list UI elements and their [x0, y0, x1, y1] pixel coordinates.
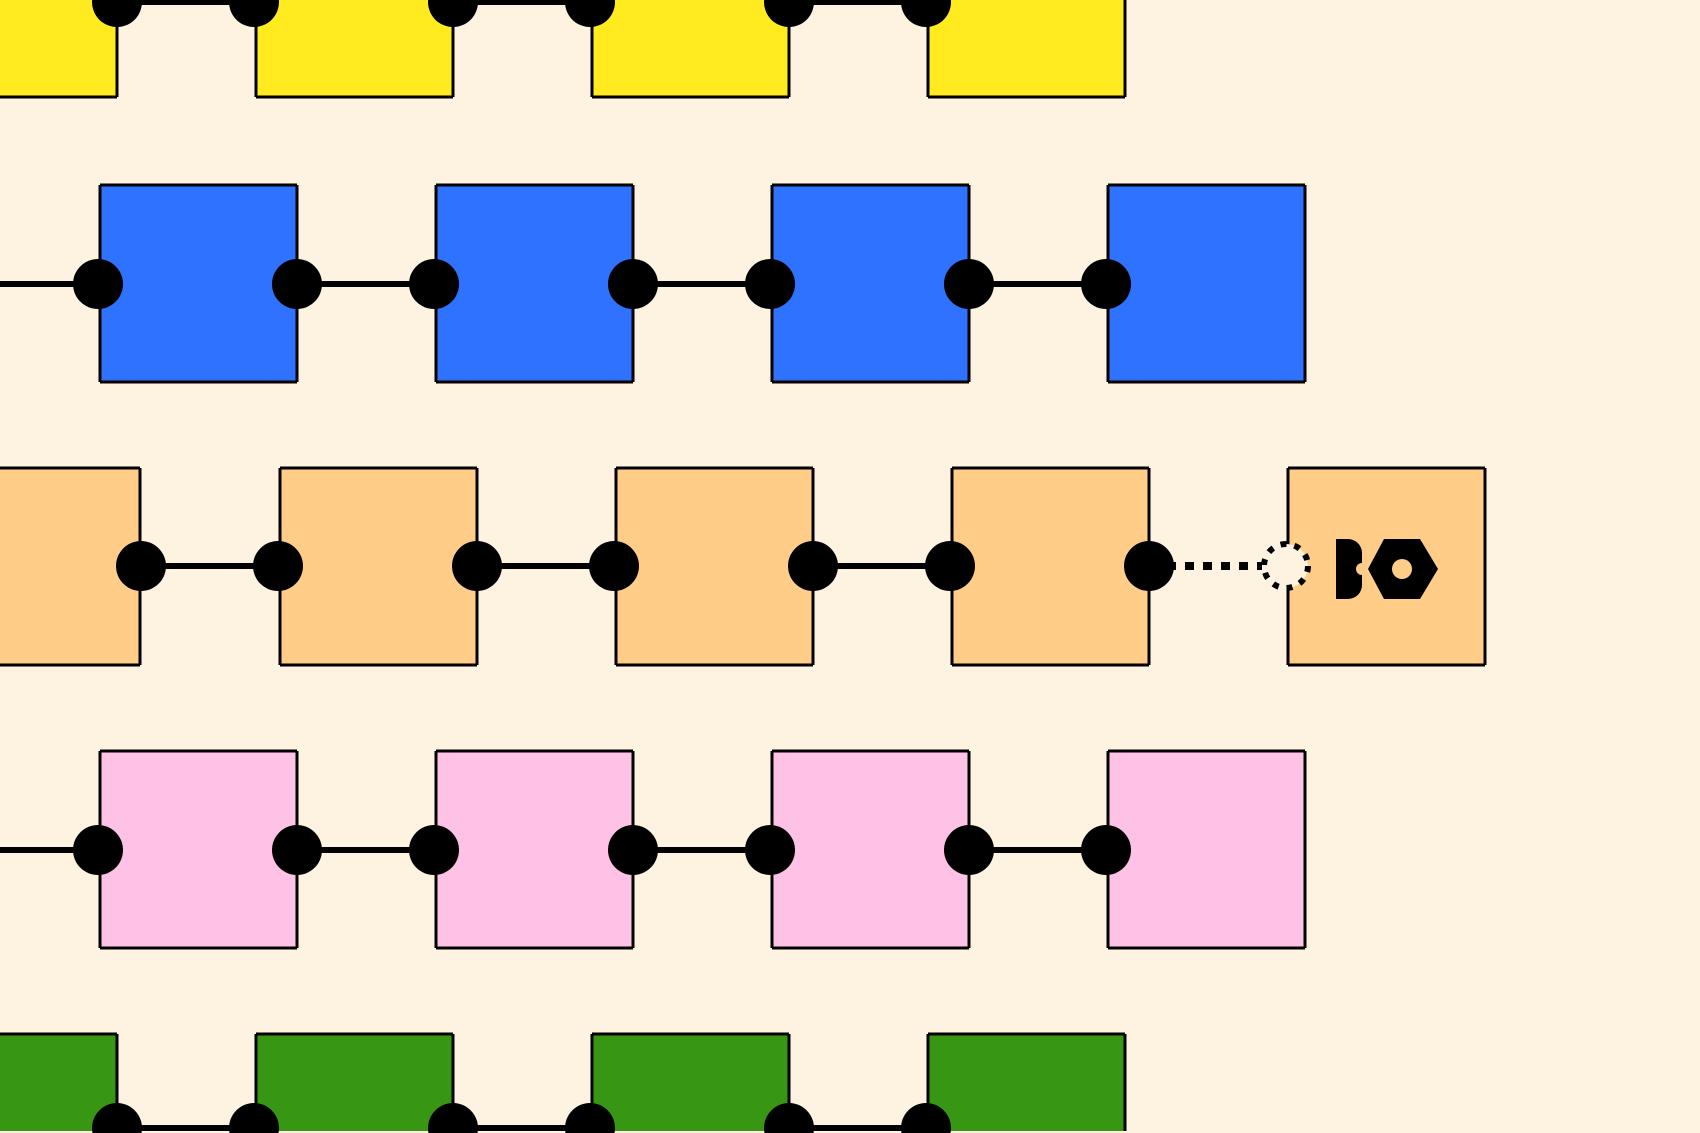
connector-dot [428, 0, 478, 28]
block-green [928, 1034, 1125, 1131]
connector-dot [608, 259, 658, 309]
connector-dot [409, 259, 459, 309]
row-blue [0, 183, 1307, 384]
block-pink [1108, 751, 1305, 948]
block-orange-outline [1286, 466, 1487, 667]
connector-dot [73, 259, 123, 309]
block-pink-outline [1106, 749, 1307, 950]
block-blue [1108, 185, 1305, 382]
block-yellow [256, 0, 453, 97]
nut-hole-icon [1392, 559, 1412, 579]
scissors-handle-icon [1336, 539, 1362, 599]
connector-dot [92, 1103, 142, 1133]
connector-dot [229, 1103, 279, 1133]
row-yellow [0, 0, 1127, 99]
connector-dot [900, 1103, 951, 1133]
block-orange [280, 468, 477, 665]
block-blue-outline [1106, 183, 1307, 384]
connector-dot [944, 825, 994, 875]
connector-dot [452, 541, 502, 591]
connector-dot [272, 259, 322, 309]
connector-dot [1081, 825, 1131, 875]
row-pink [0, 749, 1307, 950]
block-pink [772, 751, 969, 948]
connector-dot [272, 825, 322, 875]
block-yellow [592, 0, 789, 97]
connector-dot [253, 541, 303, 591]
connector-dot [745, 825, 795, 875]
connector-dot [788, 541, 838, 591]
scissors-cut-icon [1336, 539, 1438, 599]
connector-dot [589, 541, 639, 591]
connector-dot [229, 0, 279, 28]
connector-dot [764, 0, 815, 28]
block-orange [952, 468, 1149, 665]
connector-dot [1081, 259, 1131, 309]
block-blue [772, 185, 969, 382]
empty-socket [1261, 541, 1311, 591]
connector-dot [428, 1103, 478, 1133]
row-orange [0, 466, 1487, 667]
block-pink [436, 751, 633, 948]
connector-dot [565, 0, 615, 28]
connector-dot [608, 825, 658, 875]
block-green [592, 1034, 789, 1131]
block-yellow [928, 0, 1125, 97]
connector-dot [745, 259, 795, 309]
block-pink [100, 751, 297, 948]
connector-dot [564, 1102, 615, 1133]
block-blue [100, 185, 297, 382]
block-orange [616, 468, 813, 665]
connector-dot [92, 0, 142, 27]
connector-dot [73, 825, 123, 875]
block-blue [436, 185, 633, 382]
connector-dot [764, 1103, 814, 1133]
connector-dot [900, 0, 951, 28]
connector-dot [925, 541, 975, 591]
row-green [0, 1032, 1127, 1133]
connector-dot [116, 541, 166, 591]
connector-dot [944, 259, 994, 309]
connector-dot [409, 825, 459, 875]
block-green [256, 1034, 453, 1131]
